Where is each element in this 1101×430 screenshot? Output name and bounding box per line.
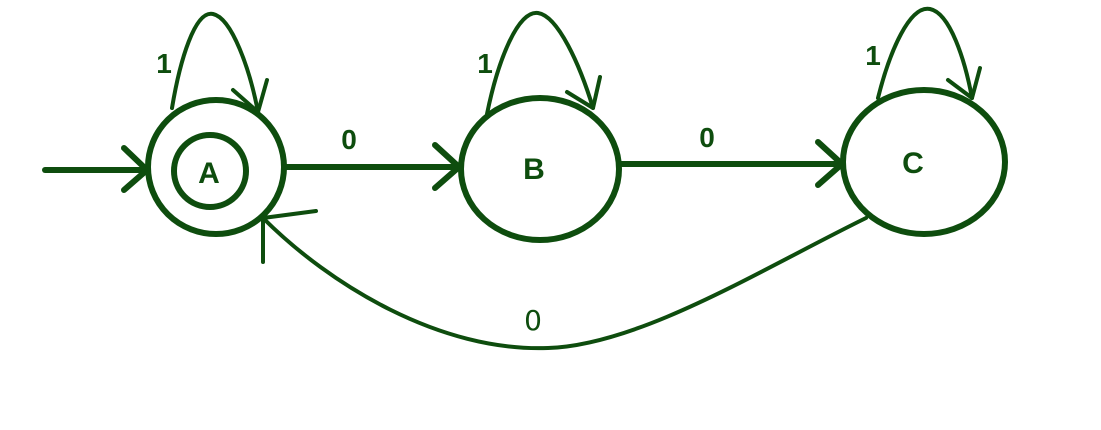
state-b: B: [458, 95, 622, 243]
self-loop-c: 1: [865, 6, 982, 100]
transition-a-to-b: 0: [281, 124, 462, 191]
state-a-label: A: [198, 157, 220, 190]
transition-c-to-a-label: 0: [524, 304, 542, 337]
transition-c-to-a: 0: [261, 209, 868, 351]
transition-b-to-c: 0: [616, 122, 845, 188]
transition-a-to-b-label: 0: [341, 124, 357, 155]
self-loop-a: 1: [156, 11, 269, 114]
self-loop-b-label: 1: [477, 48, 493, 79]
state-c-label: C: [902, 147, 924, 180]
state-a: A: [145, 97, 287, 237]
start-arrow: [42, 145, 150, 193]
transition-b-to-c-label: 0: [699, 122, 715, 153]
self-loop-b: 1: [477, 10, 602, 116]
self-loop-a-label: 1: [156, 48, 172, 79]
state-c: C: [840, 87, 1008, 237]
state-a-inner-circle: [171, 132, 249, 210]
state-b-label: B: [523, 153, 545, 186]
state-c-circle: [840, 87, 1008, 237]
self-loop-c-label: 1: [865, 40, 881, 71]
